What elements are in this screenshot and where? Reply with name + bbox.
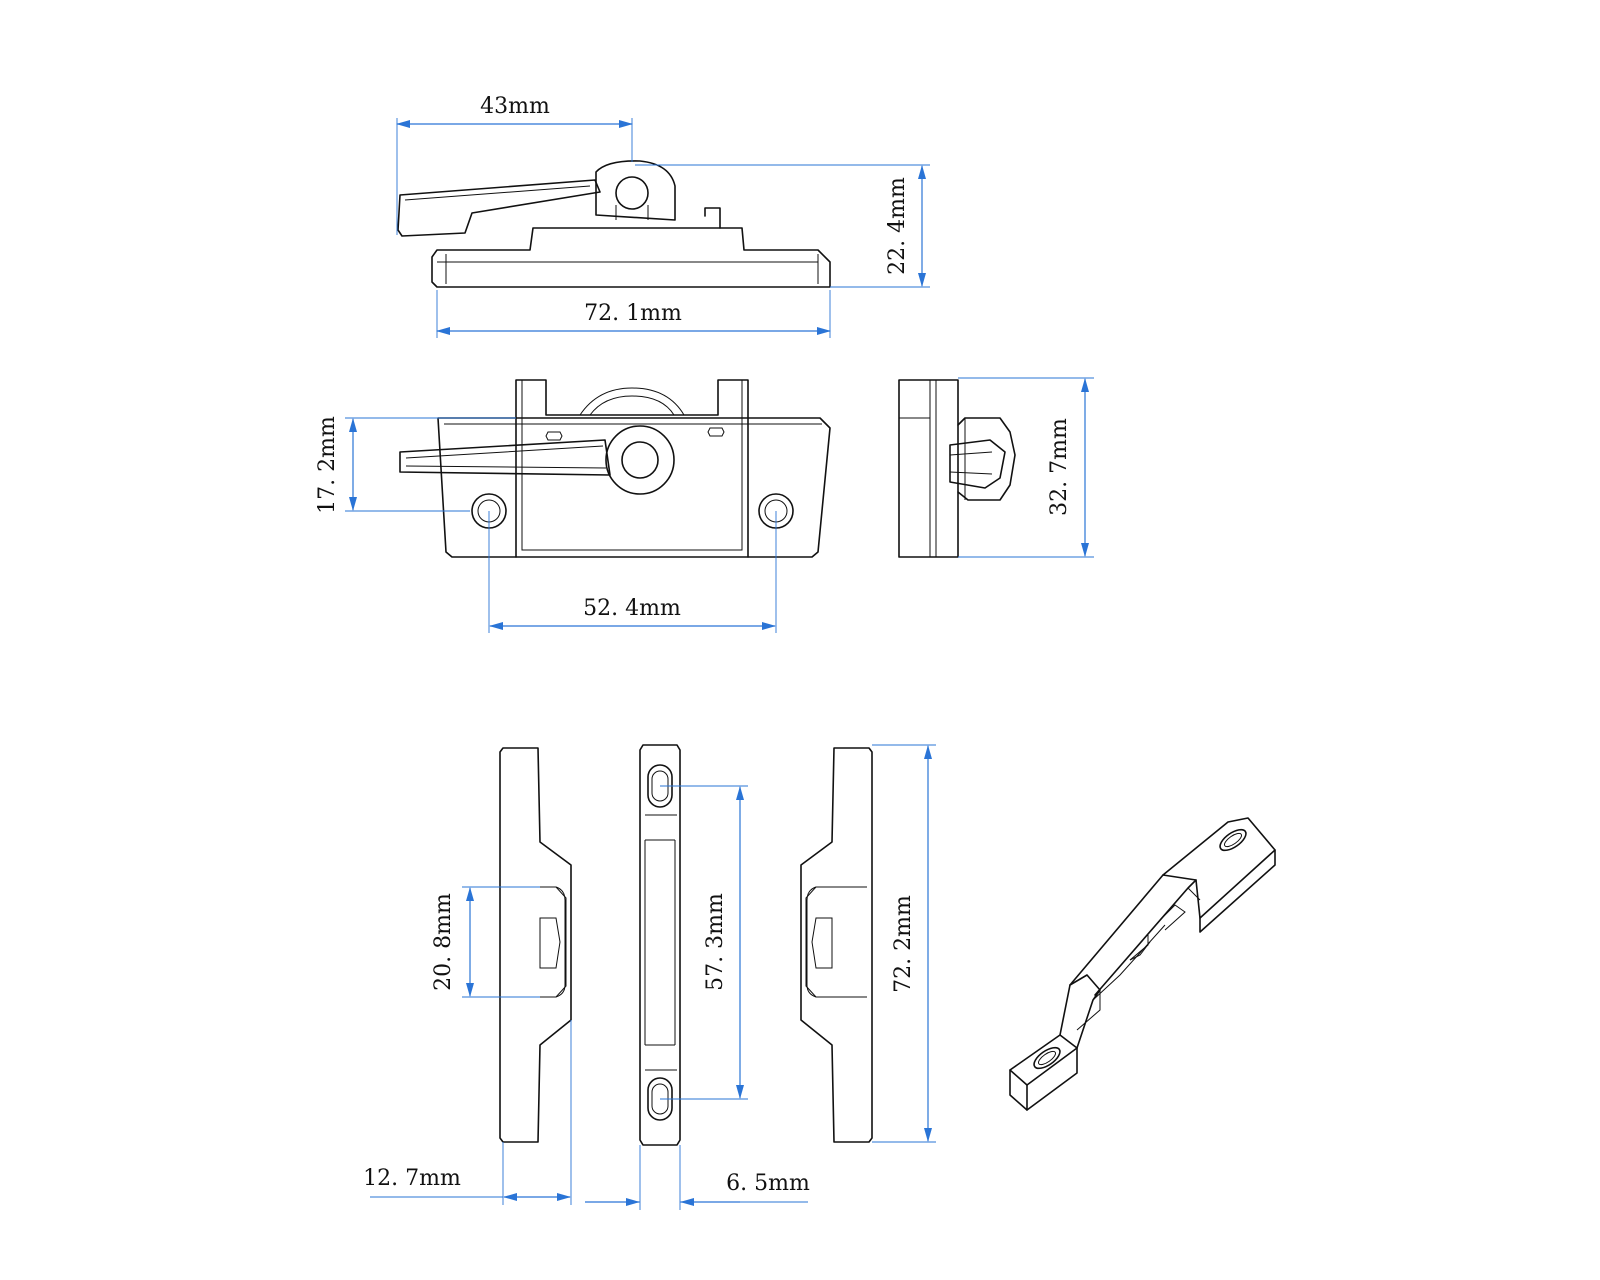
- lock-front-view: [399, 379, 831, 558]
- dim-label-keeper-slot-spacing: 57. 3mm: [703, 893, 728, 991]
- dim-6-5mm: 6. 5mm: [585, 1145, 810, 1210]
- dim-label-top-height: 22. 4mm: [885, 177, 910, 275]
- dim-label-side-height: 32. 7mm: [1047, 418, 1072, 516]
- dim-17-2mm: 17. 2mm: [315, 416, 516, 514]
- dim-label-top-offset: 43mm: [480, 94, 550, 119]
- dim-32-7mm: 32. 7mm: [958, 377, 1094, 558]
- dim-label-top-length: 72. 1mm: [584, 301, 682, 326]
- lock-side-view: [898, 379, 1016, 558]
- dim-label-keeper-thickness: 6. 5mm: [726, 1171, 810, 1196]
- dim-22-4mm: 22. 4mm: [635, 164, 930, 288]
- keeper-left-view: [499, 747, 572, 1143]
- dim-72-2mm: 72. 2mm: [872, 744, 936, 1143]
- lock-profile-view: [397, 160, 831, 288]
- keeper-right-view: [800, 747, 873, 1143]
- dim-52-4mm: 52. 4mm: [488, 511, 777, 633]
- keeper-isometric-view: [1009, 817, 1276, 1111]
- dim-label-hole-spacing: 52. 4mm: [583, 596, 681, 621]
- dim-label-keeper-recess: 20. 8mm: [431, 893, 456, 991]
- dim-72-1mm: 72. 1mm: [436, 290, 831, 338]
- dim-label-keeper-width: 12. 7mm: [363, 1166, 461, 1191]
- dim-label-keeper-length: 72. 2mm: [891, 895, 916, 993]
- dim-12-7mm: 12. 7mm: [363, 1020, 572, 1205]
- dim-57-3mm: 57. 3mm: [660, 785, 748, 1100]
- dim-43mm: 43mm: [396, 94, 633, 235]
- keeper-front-view: [639, 744, 681, 1146]
- dim-20-8mm: 20. 8mm: [431, 886, 540, 998]
- dim-label-front-height: 17. 2mm: [315, 416, 340, 514]
